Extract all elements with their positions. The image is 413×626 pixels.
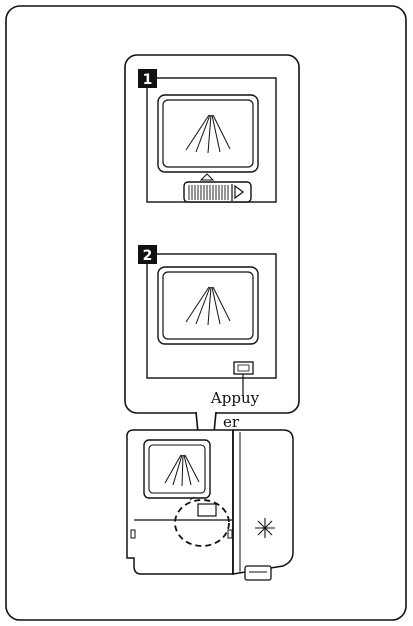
step-2-number: 2 <box>143 248 153 264</box>
sparkle-icon <box>255 518 275 538</box>
dispenser-push-button[interactable] <box>197 503 217 517</box>
slider-arrow-icon[interactable] <box>183 181 252 203</box>
step-2-badge <box>138 245 157 264</box>
button-tick <box>189 496 195 501</box>
dispenser-left-housing <box>126 429 234 575</box>
callout-label-line1: Appuy <box>210 389 260 407</box>
outer-frame <box>5 5 407 621</box>
step-2-window-inner <box>162 271 254 340</box>
push-button-icon[interactable] <box>233 361 254 375</box>
spray-lines-icon <box>185 114 231 154</box>
left-notch-top <box>130 529 136 539</box>
left-notch-right <box>227 529 233 539</box>
step-1-number: 1 <box>143 72 153 88</box>
step-2-window-outer <box>157 266 259 345</box>
step-1-window-inner <box>162 99 254 168</box>
callout-label-line2: er <box>223 413 240 431</box>
spray-lines-icon <box>164 454 200 487</box>
callout-pointer-mask <box>198 405 214 414</box>
button-highlight-circle <box>174 499 230 547</box>
spray-lines-icon <box>185 286 231 326</box>
step-1-position-marker <box>199 173 215 181</box>
dispenser-window-outer <box>143 439 211 499</box>
dispenser-unit <box>126 429 294 581</box>
step-2-box <box>146 253 277 379</box>
callout-panel <box>124 54 300 414</box>
dispenser-latch[interactable] <box>244 565 272 581</box>
step-1-window-outer <box>157 94 259 173</box>
dispenser-right-housing <box>232 429 294 575</box>
step-1-badge <box>138 69 157 88</box>
step-1: 1 <box>138 69 277 203</box>
dispenser-window-inner <box>148 444 206 494</box>
